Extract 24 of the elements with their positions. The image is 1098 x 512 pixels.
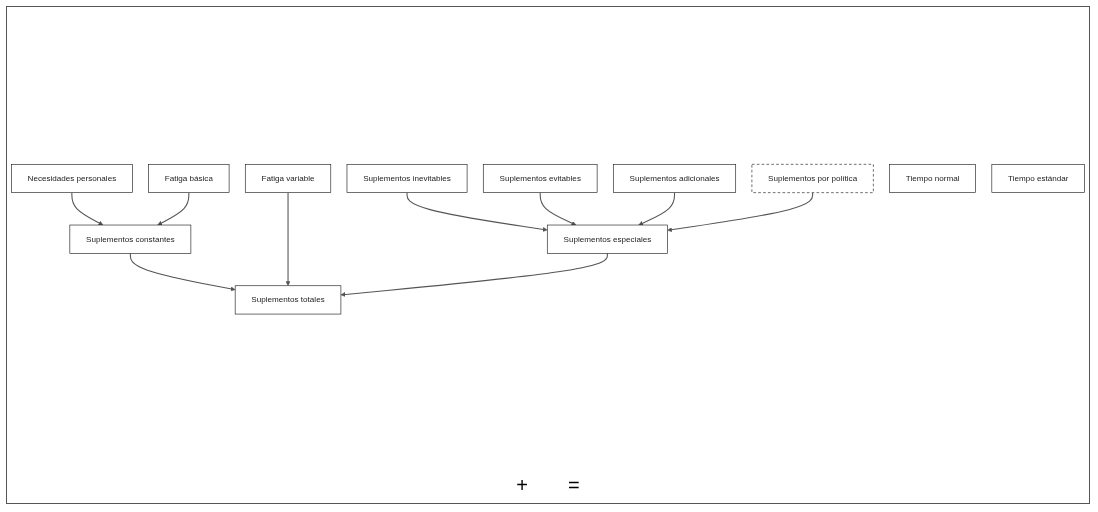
arrow [157,192,190,226]
node-box [991,164,1085,194]
arrow [285,192,291,287]
flowchart-diagram: Necesidades personales Fatiga básica Fatiga variable Suplementos inevitables Suplementos evitables Suplementos adicionales Suplementos por política Suplementos constantes Suplementos especiales Suplementos totales Tiempo normal Tiempo estándar [7,160,1089,319]
arrow [638,192,676,226]
arrow [129,253,236,292]
node-box [69,225,192,254]
node-box [546,225,668,254]
arrow [539,192,577,226]
arrow [340,253,608,298]
node-box [889,164,976,194]
arrow [667,192,814,233]
arrow [71,192,104,226]
node-box [482,164,598,194]
node-box [234,285,342,315]
operator-symbol: + [516,474,528,497]
node-box [346,164,468,194]
node-box [613,164,737,194]
node-box [11,164,133,194]
node-box [751,164,874,194]
arrow [406,192,548,233]
node-box [148,164,230,194]
node-box [244,164,332,194]
operator-symbol: = [568,474,580,497]
